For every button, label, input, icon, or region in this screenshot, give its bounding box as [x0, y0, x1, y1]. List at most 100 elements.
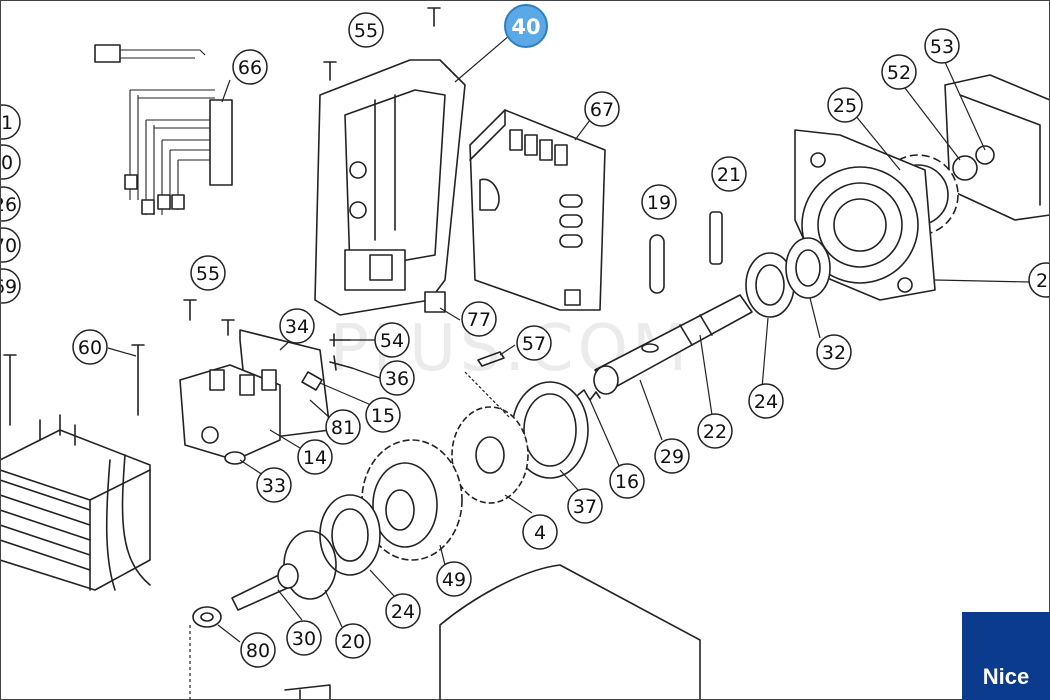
callout-label: 26 — [0, 194, 17, 216]
callout-36[interactable]: 36 — [379, 360, 415, 396]
callout-label: 67 — [590, 99, 614, 121]
callout-16[interactable]: 16 — [609, 463, 645, 499]
part-flange-housing — [794, 129, 936, 301]
callout-24-right[interactable]: 24 — [748, 383, 784, 419]
callout-33[interactable]: 33 — [256, 467, 292, 503]
callout-edge-69[interactable]: 69 — [0, 268, 21, 304]
callout-label: 53 — [930, 36, 954, 58]
part-screw-mid2 — [221, 319, 235, 336]
callout-34[interactable]: 34 — [279, 308, 315, 344]
callout-25[interactable]: 25 — [827, 87, 863, 123]
callout-label: 24 — [391, 601, 415, 623]
part-transformer — [0, 414, 151, 591]
callout-label: 34 — [285, 316, 309, 338]
callout-57[interactable]: 57 — [516, 325, 552, 361]
callout-label: 4 — [534, 522, 546, 544]
callout-label: 15 — [371, 405, 395, 427]
callout-edge-0[interactable]: 0 — [0, 144, 21, 180]
callout-49[interactable]: 49 — [436, 561, 472, 597]
callout-label: 33 — [262, 475, 286, 497]
callout-66[interactable]: 66 — [232, 49, 268, 85]
callout-label: 52 — [887, 62, 911, 84]
callout-14[interactable]: 14 — [297, 439, 333, 475]
callout-label: 69 — [0, 276, 17, 298]
part-washer-80 — [192, 606, 222, 628]
callout-label: 37 — [573, 496, 597, 518]
callout-24-left[interactable]: 24 — [385, 593, 421, 629]
callout-29[interactable]: 29 — [654, 438, 690, 474]
part-bearing-24-left — [319, 494, 381, 576]
callout-22[interactable]: 22 — [697, 413, 733, 449]
callout-19[interactable]: 19 — [641, 184, 677, 220]
brand-logo: Nice — [962, 612, 1050, 700]
callout-label: 24 — [754, 391, 778, 413]
callout-30[interactable]: 30 — [286, 620, 322, 656]
callout-label: 55 — [196, 263, 220, 285]
callout-label: 36 — [385, 368, 409, 390]
callout-edge-1[interactable]: 1 — [0, 104, 21, 140]
part-screw-54 — [329, 333, 351, 347]
callout-edge-26[interactable]: 26 — [0, 186, 21, 222]
callout-60[interactable]: 60 — [72, 329, 108, 365]
callout-label: 70 — [0, 235, 17, 257]
callout-label: 32 — [822, 342, 846, 364]
part-screw-top — [427, 7, 441, 27]
callout-label: 16 — [615, 471, 639, 493]
callout-40[interactable]: 40 — [504, 4, 548, 48]
part-screw-36 — [329, 355, 353, 371]
part-long-screw-60 — [131, 344, 145, 416]
callout-52[interactable]: 52 — [881, 54, 917, 90]
callout-label: 2 — [1036, 270, 1048, 292]
callout-label: 77 — [467, 309, 491, 331]
callout-15[interactable]: 15 — [365, 397, 401, 433]
callout-label: 60 — [78, 337, 102, 359]
part-pin-19 — [649, 234, 665, 294]
callout-label: 49 — [442, 569, 466, 591]
part-cover — [439, 564, 701, 700]
callout-54[interactable]: 54 — [374, 322, 410, 358]
part-seal-32 — [785, 237, 831, 299]
callout-label: 22 — [703, 421, 727, 443]
callout-81[interactable]: 81 — [325, 409, 361, 445]
callout-21[interactable]: 21 — [711, 156, 747, 192]
callout-32[interactable]: 32 — [816, 334, 852, 370]
callout-label: 19 — [647, 192, 671, 214]
part-long-screw-left — [3, 354, 17, 426]
part-spring-16 — [577, 389, 601, 401]
callout-label: 80 — [246, 640, 270, 662]
callout-label: 21 — [717, 164, 741, 186]
callout-label: 14 — [303, 447, 327, 469]
part-bearing-24-right — [745, 252, 795, 318]
callout-55-top[interactable]: 55 — [348, 12, 384, 48]
callout-80[interactable]: 80 — [240, 632, 276, 668]
callout-77[interactable]: 77 — [461, 301, 497, 337]
callout-label: 0 — [1, 152, 13, 174]
part-pin-21 — [709, 211, 723, 265]
callout-label: 25 — [833, 95, 857, 117]
part-connector — [284, 684, 331, 700]
callout-label: 55 — [354, 20, 378, 42]
part-shaft — [593, 294, 753, 395]
part-motor-housing — [944, 74, 1050, 221]
callout-53[interactable]: 53 — [924, 28, 960, 64]
callout-edge-2[interactable]: 2 — [1028, 262, 1050, 298]
part-control-board — [469, 109, 606, 311]
callout-67[interactable]: 67 — [584, 91, 620, 127]
callout-label: 20 — [341, 631, 365, 653]
callout-37[interactable]: 37 — [567, 488, 603, 524]
part-limit-switch-assembly — [179, 329, 331, 465]
callout-edge-70[interactable]: 70 — [0, 227, 21, 263]
callout-55-mid[interactable]: 55 — [190, 255, 226, 291]
callout-label: 40 — [511, 15, 540, 39]
callout-label: 57 — [522, 333, 546, 355]
part-screw-55-top — [323, 61, 337, 81]
callout-label: 30 — [292, 628, 316, 650]
part-shaft-30 — [231, 563, 299, 611]
callout-4[interactable]: 4 — [522, 514, 558, 550]
callout-label: 81 — [331, 417, 355, 439]
brand-text: Nice — [982, 664, 1030, 689]
callout-20[interactable]: 20 — [335, 623, 371, 659]
callout-label: 1 — [1, 112, 13, 134]
callout-label: 66 — [238, 57, 262, 79]
